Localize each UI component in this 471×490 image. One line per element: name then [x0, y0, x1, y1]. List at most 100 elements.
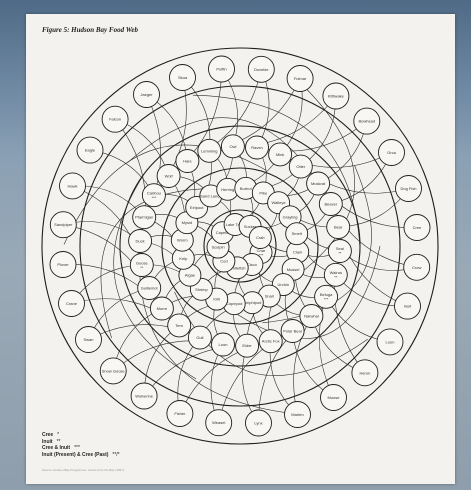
species-node: Guillemot [138, 277, 161, 300]
species-label: Mysid [182, 220, 192, 225]
trophic-ring [42, 48, 438, 444]
food-link [338, 227, 407, 306]
species-label: Bowhead [358, 119, 375, 124]
species-node: Arctic Fox [259, 330, 282, 353]
species-label: Wolverine [135, 394, 153, 399]
species-label: Hawk [67, 183, 77, 188]
species-label: Wolf [165, 174, 174, 179]
species-label: Crab [256, 235, 265, 240]
document-page: Figure 5: Hudson Bay Food Web Char***Cis… [26, 14, 455, 484]
species-node: Falcon [102, 106, 128, 132]
species-node: Duck [129, 230, 152, 253]
species-node: Caribou*** [142, 184, 165, 207]
species-node: Dog Fish [396, 176, 422, 202]
species-label: Heron [359, 370, 370, 375]
species-label: Narwhal [304, 314, 319, 319]
trophic-ring [120, 126, 360, 366]
species-label: Hare [183, 159, 192, 164]
species-node: Dovekie [248, 56, 274, 82]
species-label: Moose [327, 395, 340, 400]
species-node: Marten [285, 402, 311, 428]
species-node: Wolverine [131, 383, 157, 409]
species-label: Polar Bear [283, 329, 303, 334]
species-label: ** [140, 265, 144, 270]
species-label: Tern [175, 323, 183, 328]
species-node: Mink [269, 143, 292, 166]
species-node: Kittiwake [323, 83, 349, 109]
species-label: Kelp [179, 256, 188, 261]
species-label: Kittiwake [328, 94, 345, 99]
species-label: Owl [229, 144, 236, 149]
species-label: Eider [242, 343, 252, 348]
species-node: Lynx [246, 410, 272, 436]
species-label: Marten [291, 412, 303, 417]
species-label: Dovekie [254, 67, 269, 72]
species-node: Snow Goose [100, 358, 126, 384]
species-label: Pike [259, 190, 268, 195]
species-label: Mussel [287, 267, 300, 272]
species-node: Crane [59, 291, 85, 317]
species-node: Cree [404, 215, 430, 241]
species-label: Raven [251, 145, 263, 150]
species-node: Skua [170, 65, 196, 91]
species-label: Snail [265, 294, 274, 299]
legend: Cree* Inuit** Cree & Inuit*** Inuit (Pre… [42, 432, 120, 458]
species-label: Puffin [216, 67, 226, 72]
species-label: *** [152, 195, 157, 200]
species-label: Dog Fish [400, 186, 416, 191]
legend-item: Inuit (Present) & Cree (Past)**/* [42, 452, 120, 459]
species-label: Orca [387, 150, 396, 155]
source-note: Source: Hudson Bay Programme, Voices fro… [42, 468, 442, 472]
species-node: Swan [76, 327, 102, 353]
species-label: Shrimp [195, 287, 208, 292]
species-node: Orca [379, 140, 405, 166]
species-node: Muskrat [307, 172, 330, 195]
species-label: Duck [136, 239, 145, 244]
species-node: Eider [236, 334, 259, 357]
species-node: Hare [176, 150, 199, 173]
species-node: Narwhal [300, 305, 323, 328]
species-label: *** [324, 297, 329, 302]
species-node: Goose** [130, 254, 153, 277]
trophic-rings [42, 48, 438, 444]
species-label: Worm [177, 238, 188, 243]
food-web-diagram: Char***CiscoWhitefishCodSculpinCapelinLa… [26, 14, 455, 484]
species-node: Raven [246, 136, 269, 159]
species-label: ** [334, 275, 338, 280]
species-node: Eagle [77, 137, 103, 163]
food-link [73, 186, 142, 265]
species-label: Sculpin [211, 245, 224, 250]
species-label: Crane [66, 301, 78, 306]
species-node: Beluga*** [315, 285, 338, 308]
species-node: Seal** [328, 240, 351, 263]
species-label: Walleye [272, 200, 287, 205]
species-label: Fulmar [294, 76, 307, 81]
species-label: Falcon [109, 117, 121, 122]
species-node: Sandpiper [50, 212, 76, 238]
trophic-ring [80, 86, 400, 406]
species-node: Murre [150, 297, 173, 320]
species-node: Jaeger [134, 82, 160, 108]
species-node: Otter [289, 155, 312, 178]
species-label: Amphipod [243, 300, 261, 305]
species-label: Inuit [404, 304, 412, 309]
species-node: Polar Bear [281, 320, 304, 343]
species-label: Beaver [324, 202, 337, 207]
species-node: Bear [327, 216, 350, 239]
species-label: Guillemot [141, 286, 159, 291]
species-node: Weasel [206, 410, 232, 436]
species-label: Murre [157, 306, 168, 311]
food-link [233, 96, 336, 146]
species-label: Eagle [85, 148, 96, 153]
species-label: Crow [412, 265, 421, 270]
species-label: Plover [57, 262, 69, 267]
species-label: Algae [185, 273, 196, 278]
species-label: Mink [276, 152, 284, 157]
species-label: Grayling [283, 214, 298, 219]
species-node: Owl [221, 135, 244, 158]
species-node: Fisher [167, 401, 193, 427]
species-label: Krill [213, 297, 220, 302]
species-label: Skua [178, 75, 188, 80]
species-nodes: Char***CiscoWhitefishCodSculpinCapelinLa… [50, 56, 430, 436]
species-node: Moose [321, 385, 347, 411]
